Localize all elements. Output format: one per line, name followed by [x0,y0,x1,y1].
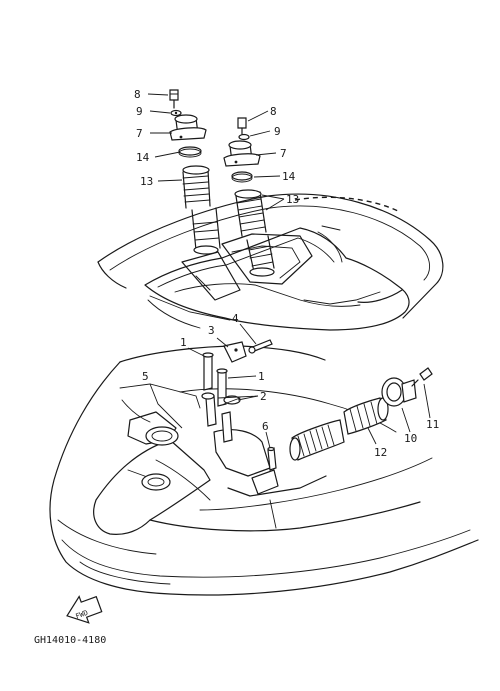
callout-1-right: 1 [258,370,265,383]
callout-14-left: 14 [136,151,150,164]
fitting-7-right [223,140,261,167]
plug-11 [411,367,433,387]
fitting-10 [381,377,417,407]
callout-6: 6 [262,420,269,433]
fwd-label: FWD [75,609,90,621]
clip-2 [201,392,241,405]
washer-9-left [170,109,182,117]
callout-9-right: 9 [274,125,281,138]
callout-4: 4 [232,312,239,325]
callout-9-left: 9 [136,105,143,118]
washer-9-right [238,133,250,141]
callout-8-left: 8 [134,88,141,101]
drawing-code: GH14010-4180 [34,635,106,646]
callout-7-left: 7 [136,127,143,140]
callout-13-right: 13 [286,193,299,206]
callout-8-right: 8 [270,105,277,118]
hose-13-right [234,189,275,277]
callout-2: 2 [260,390,267,403]
hose-12 [289,397,389,461]
bracket-3 [223,341,247,363]
leader-lines [147,93,431,449]
callout-12: 12 [374,446,387,459]
callout-10: 10 [404,432,417,445]
band-14-right [231,171,253,183]
upper-deck [97,193,444,331]
callout-1-left: 1 [180,336,187,349]
bolt-6 [267,446,277,471]
screw-8-left [169,89,179,109]
band-14-left [178,146,202,158]
hose-13-left [182,165,221,255]
callout-14-right: 14 [282,170,296,183]
screw-8-right [237,117,247,135]
callout-3: 3 [208,324,215,337]
callout-13-left: 13 [140,175,153,188]
fwd-arrow-icon: FWD [66,595,103,624]
bolt-4 [248,339,273,354]
callout-7-right: 7 [280,147,287,160]
callout-5: 5 [142,370,149,383]
rod-1-right [216,368,233,443]
callout-11: 11 [426,418,439,431]
fitting-7-left [169,114,207,141]
callout-labels: 8 9 7 14 13 8 9 7 14 13 1 1 2 3 4 5 6 10… [134,88,439,459]
